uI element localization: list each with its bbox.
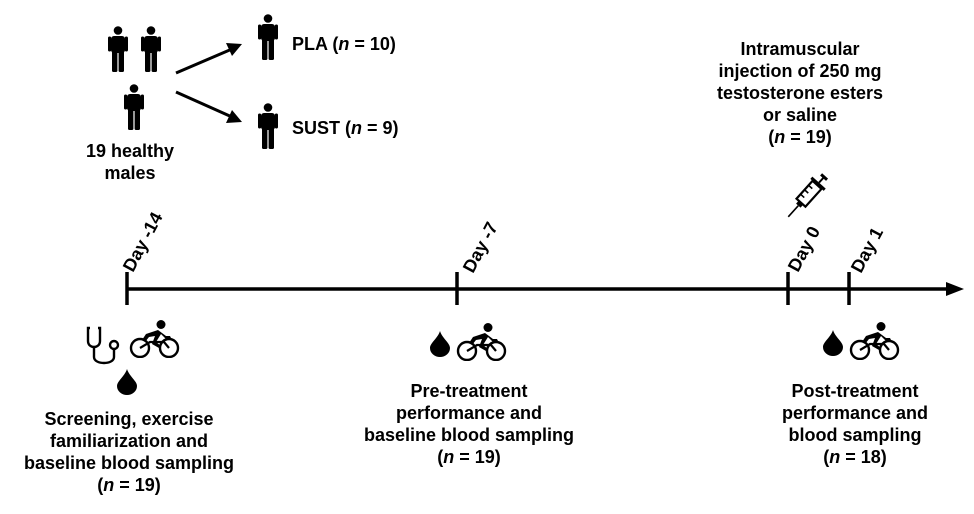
injection-description: Intramuscular injection of 250 mg testos… (716, 39, 884, 147)
participants-total-label: 19 healthy males (85, 141, 175, 183)
blood-drop-icon (430, 331, 450, 357)
group-pla-label: PLA (n = 10) (292, 34, 396, 54)
blood-drop-icon (117, 369, 137, 395)
cyclist-icon (848, 322, 900, 360)
screening-description: Screening, exercise familiarization and … (23, 409, 235, 495)
stethoscope-icon (86, 326, 120, 365)
syringe-icon (787, 173, 829, 218)
blood-drop-icon (823, 330, 843, 356)
group-sust-label: SUST (n = 9) (292, 118, 399, 138)
cyclist-icon (128, 320, 180, 358)
pre-treatment-description: Pre-treatment performance and baseline b… (363, 381, 575, 467)
post-treatment-description: Post-treatment performance and blood sam… (781, 381, 929, 467)
cyclist-icon (455, 323, 507, 361)
